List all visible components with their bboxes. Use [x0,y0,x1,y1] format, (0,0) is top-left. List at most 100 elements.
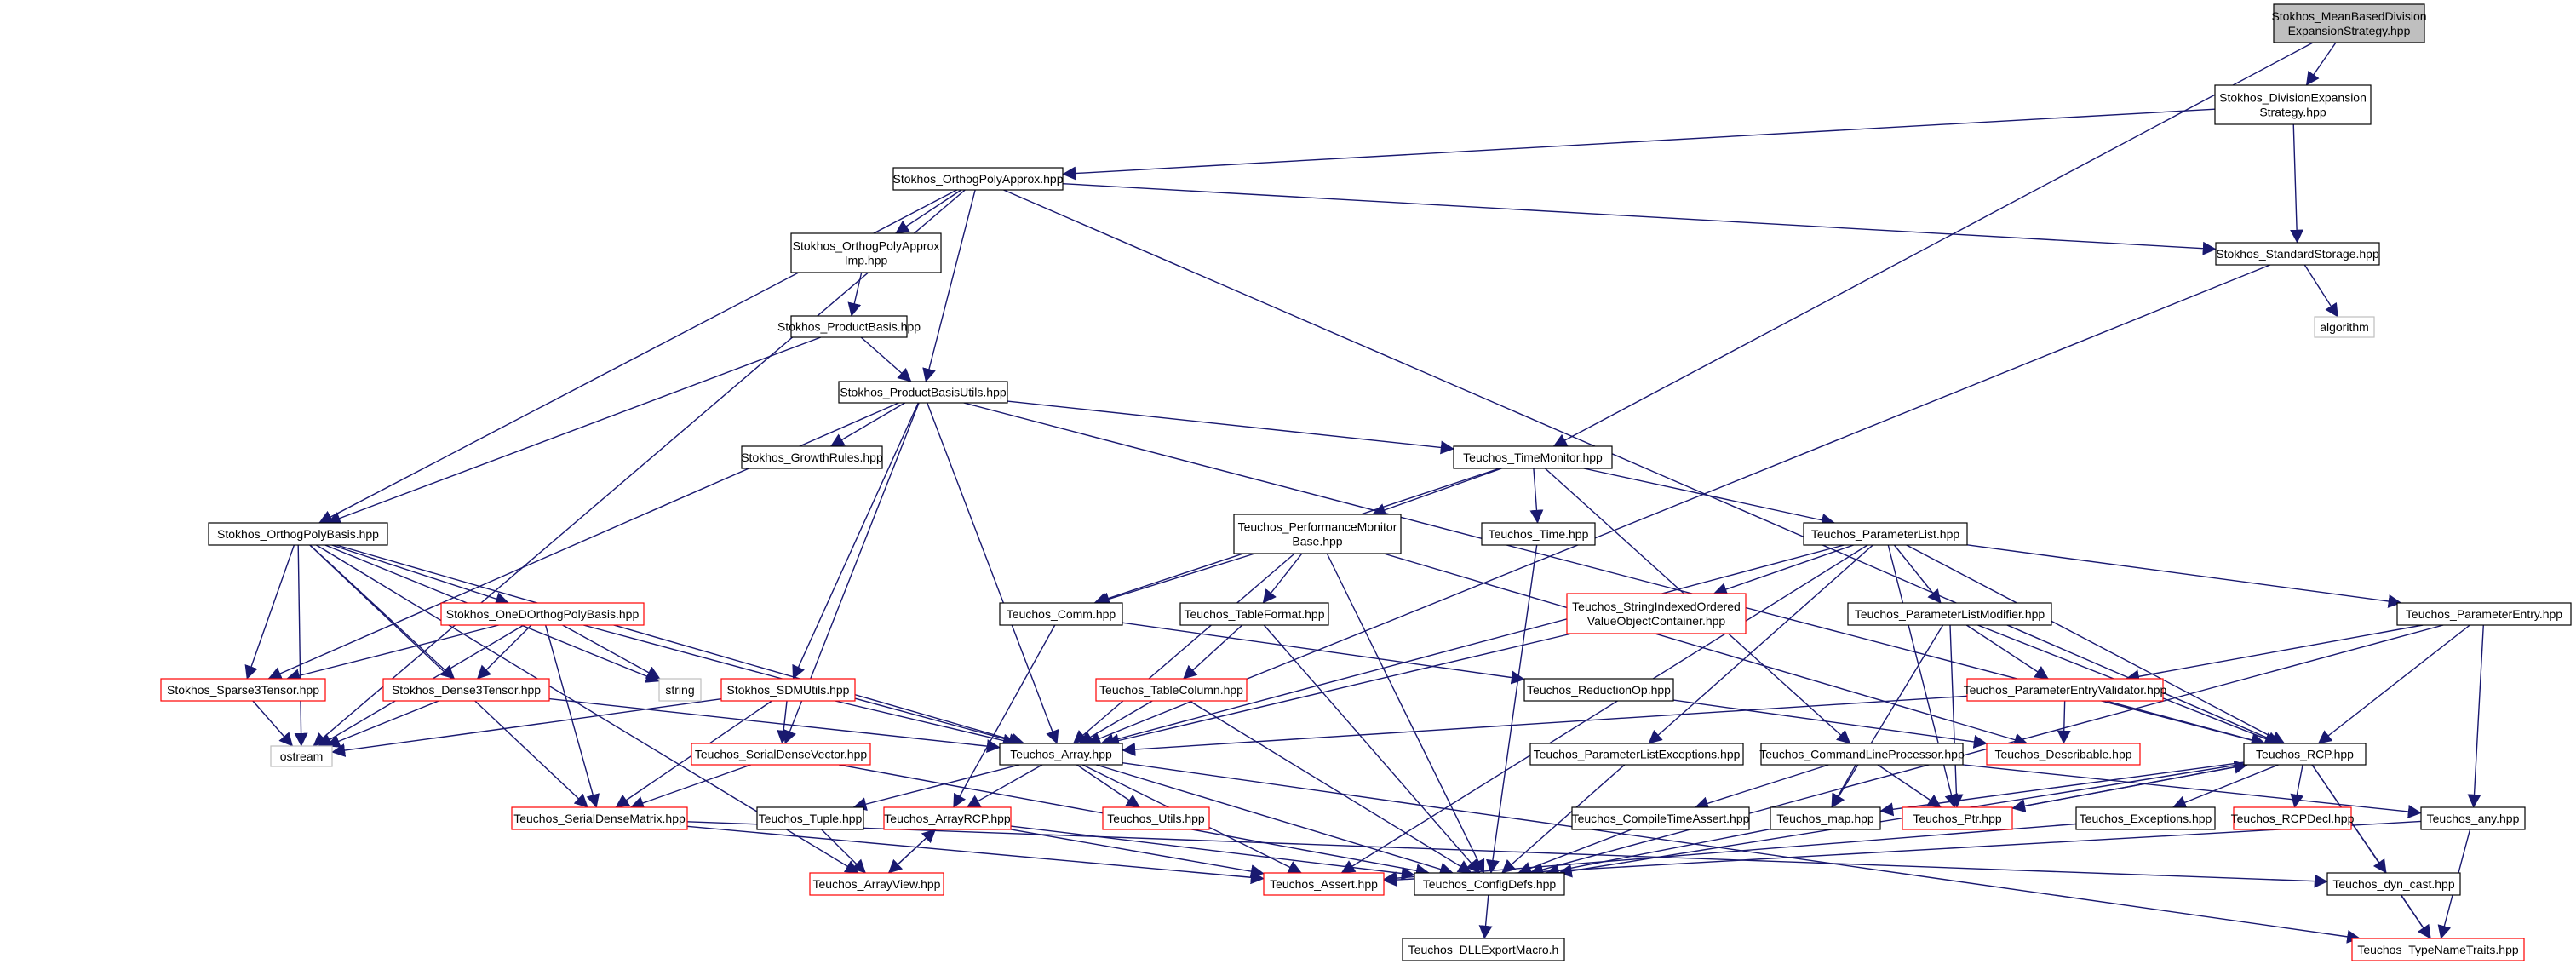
node-label: Teuchos_DLLExportMacro.h [1408,943,1559,956]
node-box [720,678,856,702]
node-label: Teuchos_Describable.hpp [1994,748,2131,761]
edge-n17-to-n25 [1183,624,1243,680]
edge-n30-to-n37 [966,764,1043,808]
node-label: Teuchos_TimeMonitor.hpp [1463,451,1603,464]
node-label: Teuchos_TableColumn.hpp [1099,683,1243,697]
edge-n15-to-n22 [477,624,532,680]
node-stokhos-standardstorage[interactable]: Stokhos_StandardStorage.hpp [2215,242,2380,266]
node-box [1770,806,1881,830]
edge-n14-to-n34 [1906,544,2286,744]
node-teuchos-utils[interactable]: Teuchos_Utils.hpp [1102,806,1210,830]
edge-n36-to-n45 [821,829,866,874]
node-teuchos-compiletimeassert[interactable]: Teuchos_CompileTimeAssert.hpp [1571,806,1750,830]
node-label: Stokhos_OrthogPolyApprox [793,239,940,253]
node-stokhos-onedorthogpolybasis[interactable]: Stokhos_OneDOrthogPolyBasis.hpp [440,602,645,626]
node-teuchos-stringindexedorderedvalueobjectcontainer[interactable]: Teuchos_StringIndexedOrderedValueObjectC… [1566,593,1747,634]
node-box [1402,938,1565,961]
node-teuchos-comm[interactable]: Teuchos_Comm.hpp [999,602,1123,626]
node-teuchos-tuple[interactable]: Teuchos_Tuple.hpp [756,806,864,830]
node-teuchos-time[interactable]: Teuchos_Time.hpp [1481,522,1596,546]
node-teuchos-arrayview[interactable]: Teuchos_ArrayView.hpp [809,872,944,896]
node-stokhos-orthogpolyapprox[interactable]: Stokhos_OrthogPolyApprox.hpp [892,167,1064,191]
edge-n37-to-n47 [1010,825,1415,881]
node-teuchos-tablecolumn[interactable]: Teuchos_TableColumn.hpp [1095,678,1248,702]
edge-n2-to-n3 [1062,108,2216,181]
node-teuchos-any[interactable]: Teuchos_any.hpp [2420,806,2526,830]
node-teuchos-array[interactable]: Teuchos_Array.hpp [999,743,1123,766]
edge-n25-to-n47 [1189,700,1472,874]
edge-n1-to-n2 [2305,42,2337,86]
edge-n14-to-n19 [1893,544,1942,604]
edge-n3-to-n28 [313,189,966,747]
node-box [809,872,944,896]
edge-n6-to-n9 [829,402,906,447]
node-stokhos-orthogpolybasis[interactable]: Stokhos_OrthogPolyBasis.hpp [208,522,388,546]
node-label: Teuchos_TypeNameTraits.hpp [2357,943,2519,956]
node-label: Stokhos_GrowthRules.hpp [741,451,883,464]
node-teuchos-parameterlist[interactable]: Teuchos_ParameterList.hpp [1803,522,1968,546]
edge-n14-to-n46 [1340,544,1868,874]
node-teuchos-rcp[interactable]: Teuchos_RCP.hpp [2243,743,2367,766]
node-teuchos-parameterentry[interactable]: Teuchos_ParameterEntry.hpp [2396,602,2572,626]
node-teuchos-parameterlistexceptions[interactable]: Teuchos_ParameterListExceptions.hpp [1529,743,1744,766]
node-teuchos-ptr[interactable]: Teuchos_Ptr.hpp [1902,806,2013,830]
node-teuchos-dllexportmacro[interactable]: Teuchos_DLLExportMacro.h [1402,938,1565,961]
node-stokhos-sparse3tensor[interactable]: Stokhos_Sparse3Tensor.hpp [160,678,326,702]
node-label: ostream [280,749,324,763]
node-box [1523,678,1674,702]
edge-n39-to-n47 [1517,829,1632,875]
node-stokhos-growthrules[interactable]: Stokhos_GrowthRules.hpp [741,445,883,469]
node-teuchos-parameterentryvalidator[interactable]: Teuchos_ParameterEntryValidator.hpp [1964,678,2167,702]
node-stokhos-dense3tensor[interactable]: Stokhos_Dense3Tensor.hpp [382,678,550,702]
node-box [1179,602,1329,626]
edge-n32-to-n41 [1877,764,1942,808]
node-box [999,602,1123,626]
node-teuchos-configdefs[interactable]: Teuchos_ConfigDefs.hpp [1414,872,1565,896]
edges-layer [244,42,2484,944]
edge-n44-to-n46 [1383,820,2422,887]
node-stokhos-sdmutils[interactable]: Stokhos_SDMUtils.hpp [720,678,856,702]
node-box [756,806,864,830]
node-teuchos-assert[interactable]: Teuchos_Assert.hpp [1263,872,1385,896]
edge-n3-to-n7 [1062,182,2217,255]
node-stokhos-productbasis[interactable]: Stokhos_ProductBasis.hpp [777,315,921,338]
edge-n27-to-n30 [1122,695,1968,756]
node-teuchos-exceptions[interactable]: Teuchos_Exceptions.hpp [2075,806,2216,830]
node-box [741,445,883,469]
edge-n19-to-n40 [1831,624,1944,808]
node-teuchos-reductionop[interactable]: Teuchos_ReductionOp.hpp [1523,678,1674,702]
node-teuchos-dyn-cast[interactable]: Teuchos_dyn_cast.hpp [2326,872,2461,896]
node-teuchos-arrayrcp[interactable]: Teuchos_ArrayRCP.hpp [883,806,1012,830]
node-box [1986,743,2141,766]
edge-n25-to-n30 [1078,700,1153,744]
node-label: Teuchos_ParameterList.hpp [1811,527,1960,541]
edge-n14-to-n18 [1713,544,1854,596]
node-teuchos-commandlineprocessor[interactable]: Teuchos_CommandLineProcessor.hpp [1759,743,1965,766]
node-teuchos-parameterlistmodifier[interactable]: Teuchos_ParameterListModifier.hpp [1847,602,2052,626]
node-teuchos-serialdensematrix[interactable]: Teuchos_SerialDenseMatrix.hpp [511,806,688,830]
node-teuchos-describable[interactable]: Teuchos_Describable.hpp [1986,743,2141,766]
node-string: string [658,678,702,702]
node-teuchos-map[interactable]: Teuchos_map.hpp [1770,806,1881,830]
node-teuchos-typenametraits[interactable]: Teuchos_TypeNameTraits.hpp [2351,938,2525,961]
edge-n31-to-n47 [1501,764,1626,874]
node-algorithm: algorithm [2314,316,2375,338]
node-box [1571,806,1750,830]
edge-n12-to-n30 [1072,553,1295,744]
node-teuchos-rcpdecl[interactable]: Teuchos_RCPDecl.hpp [2231,806,2355,830]
edge-n1-to-n10 [1552,42,2314,447]
node-box [2215,242,2380,266]
node-box [2420,806,2526,830]
node-label: Teuchos_RCPDecl.hpp [2231,812,2355,825]
node-label: Teuchos_CompileTimeAssert.hpp [1572,812,1750,825]
node-ostream: ostream [270,745,333,767]
node-teuchos-tableformat[interactable]: Teuchos_TableFormat.hpp [1179,602,1329,626]
node-label: Teuchos_ArrayView.hpp [813,877,941,891]
node-stokhos-productbasisutils[interactable]: Stokhos_ProductBasisUtils.hpp [838,381,1008,404]
node-teuchos-serialdensevector[interactable]: Teuchos_SerialDenseVector.hpp [691,743,871,766]
node-teuchos-timemonitor[interactable]: Teuchos_TimeMonitor.hpp [1453,445,1613,469]
